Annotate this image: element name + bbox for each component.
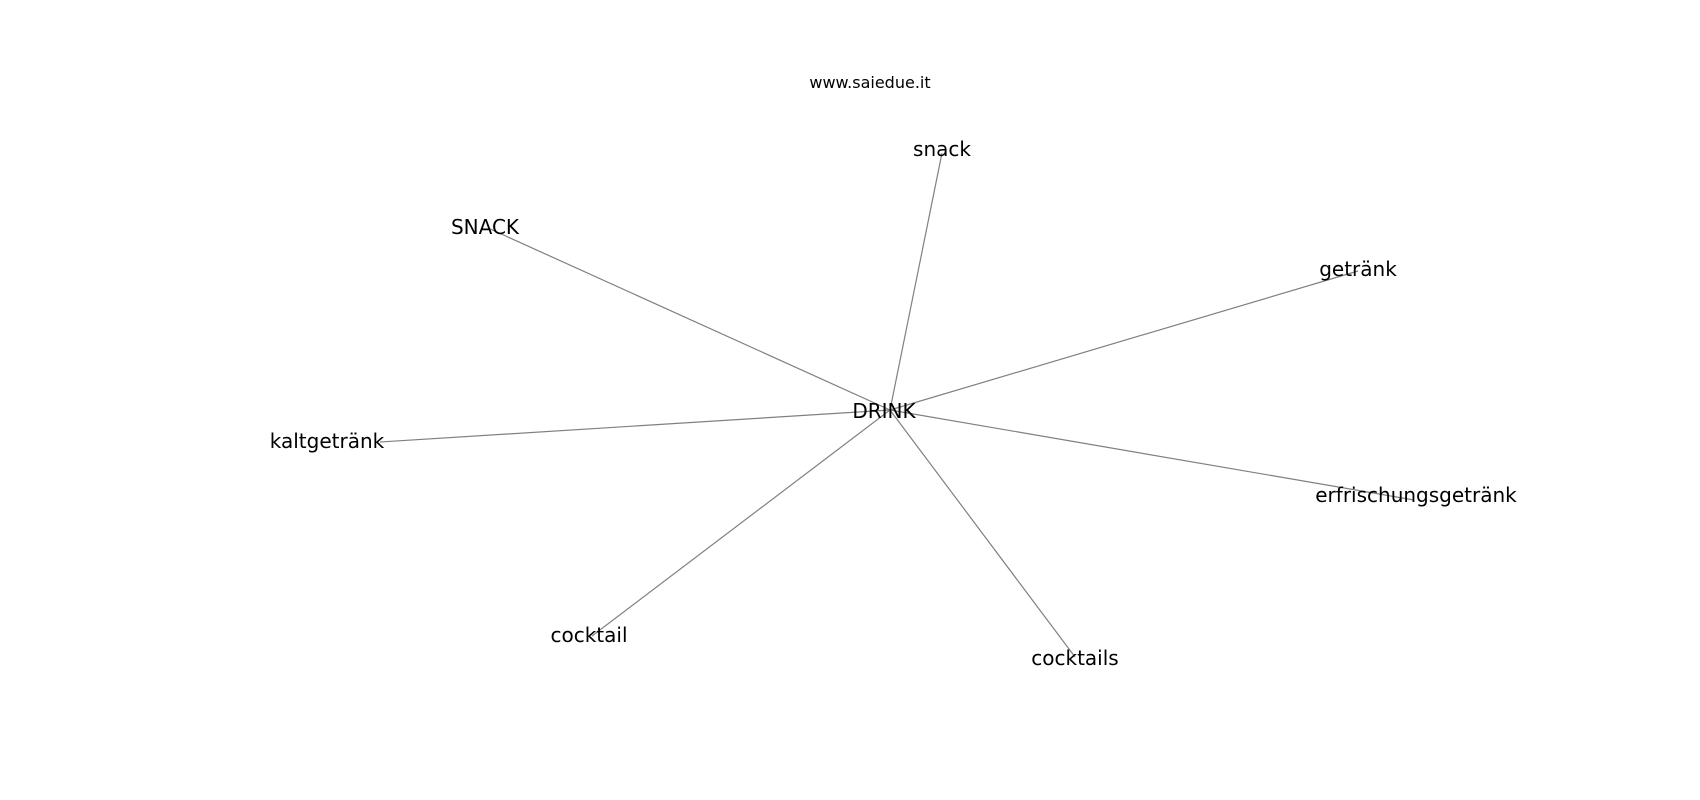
watermark-text: www.saiedue.it: [809, 73, 930, 92]
node-label-snack: snack: [913, 137, 971, 161]
edge-drink-getraenk: [889, 270, 1359, 411]
edge-drink-snack: [889, 152, 943, 411]
node-label-cocktails: cocktails: [1031, 646, 1118, 670]
node-label-getraenk: getränk: [1319, 257, 1397, 281]
center-node-label: DRINK: [852, 399, 916, 423]
node-label-kaltgetraenk: kaltgetränk: [270, 429, 385, 453]
edges: [379, 152, 1415, 658]
node-label-snack-upper: SNACK: [451, 215, 520, 239]
node-label-erfrischungsgetraenk: erfrischungsgetränk: [1315, 483, 1517, 507]
edge-drink-kaltgetraenk: [379, 409, 891, 443]
node-label-cocktail: cocktail: [550, 623, 627, 647]
edge-drink-cocktails: [889, 409, 1076, 658]
edge-drink-snack-upper: [487, 227, 891, 411]
edge-drink-erfrischungsgetraenk: [889, 409, 1415, 501]
edge-drink-cocktail: [591, 409, 891, 637]
